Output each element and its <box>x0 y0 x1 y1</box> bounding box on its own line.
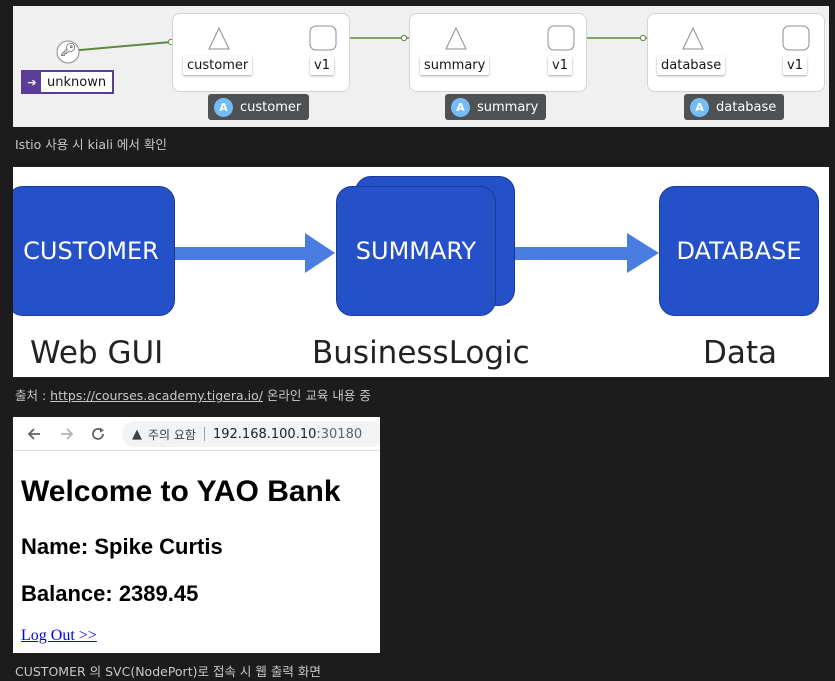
app-chip-customer[interactable]: A customer <box>208 94 310 120</box>
unknown-node-label[interactable]: ➔ unknown <box>21 70 115 94</box>
back-button[interactable] <box>23 423 45 445</box>
arrow-right-icon <box>61 428 74 440</box>
summary-box-label: SUMMARY <box>355 237 477 265</box>
version-label-summary: v1 <box>548 56 572 75</box>
browser-toolbar: ▲ 주의 요함 192.168.100.10:30180 <box>13 417 380 451</box>
footer-data: Data <box>703 335 778 371</box>
kiali-graph-panel: 🔑︎ customer v1 summary v1 database v1 A … <box>13 6 829 127</box>
database-box: DATABASE <box>659 186 819 316</box>
app-chip-label: customer <box>240 99 302 115</box>
app-badge-icon: A <box>214 97 233 117</box>
logout-link[interactable]: Log Out >> <box>21 627 97 644</box>
security-warning-text[interactable]: 주의 요함 <box>148 427 196 442</box>
version-label-database: v1 <box>783 56 807 75</box>
workload-node-customer-v1 <box>309 25 337 51</box>
customer-name: Name: Spike Curtis <box>21 534 223 559</box>
customer-box-label: CUSTOMER <box>23 237 159 265</box>
workload-node-summary-v1 <box>547 25 575 51</box>
footer-web-gui: Web GUI <box>30 335 164 371</box>
version-label-customer: v1 <box>310 56 334 75</box>
app-badge-icon: A <box>451 97 470 117</box>
architecture-arrows <box>175 233 659 273</box>
app-chip-label: summary <box>477 99 539 115</box>
browser-window: ▲ 주의 요함 192.168.100.10:30180 Welcome to … <box>13 417 380 653</box>
reload-icon <box>92 427 104 440</box>
browser-caption: CUSTOMER 의 SVC(NodePort)로 접속 시 웹 출력 화면 <box>15 664 321 679</box>
app-chip-database[interactable]: A database <box>684 94 785 120</box>
customer-box: CUSTOMER <box>13 186 175 316</box>
kiali-caption: Istio 사용 시 kiali 에서 확인 <box>15 137 167 152</box>
reload-button[interactable] <box>87 423 109 445</box>
database-box-label: DATABASE <box>676 237 802 265</box>
workload-label-database: database <box>657 56 726 75</box>
service-node-database <box>682 26 704 50</box>
app-chip-label: database <box>716 99 777 115</box>
workload-label-summary: summary <box>420 56 490 75</box>
summary-box: SUMMARY <box>336 186 496 316</box>
forward-button[interactable] <box>56 423 78 445</box>
architecture-caption: 출처 : https://courses.academy.tigera.io/ … <box>15 385 371 404</box>
arrow-left-icon <box>27 428 40 440</box>
key-icon: 🔑︎ <box>60 43 77 58</box>
url-host: 192.168.100.10 <box>212 426 317 442</box>
app-chip-summary[interactable]: A summary <box>445 94 547 120</box>
source-link[interactable]: https://courses.academy.tigera.io/ <box>50 388 263 403</box>
service-node-summary <box>445 26 467 50</box>
warning-triangle-icon[interactable]: ▲ <box>132 426 142 442</box>
workload-node-database-v1 <box>782 25 810 51</box>
edge-unknown-customer <box>68 41 172 52</box>
unknown-node <box>56 40 80 64</box>
address-bar[interactable]: ▲ 주의 요함 192.168.100.10:30180 <box>122 421 380 447</box>
account-balance: Balance: 2389.45 <box>21 581 199 606</box>
workload-label-customer: customer <box>183 56 253 75</box>
kiali-nodes <box>56 25 810 64</box>
url-port: :30180 <box>316 426 363 442</box>
app-badge-icon: A <box>690 97 709 117</box>
caption-prefix: 출처 : <box>15 388 51 403</box>
service-node-customer <box>208 26 230 50</box>
unknown-label: unknown <box>47 74 107 90</box>
page-heading: Welcome to YAO Bank <box>21 475 341 508</box>
architecture-diagram: CUSTOMER SUMMARY DATABASE Web GUI Busine… <box>13 167 829 377</box>
address-separator <box>203 427 205 441</box>
footer-business-logic: BusinessLogic <box>312 335 530 371</box>
arrow-right-circle-icon: ➔ <box>23 72 41 92</box>
caption-suffix: 온라인 교육 내용 중 <box>262 388 371 403</box>
